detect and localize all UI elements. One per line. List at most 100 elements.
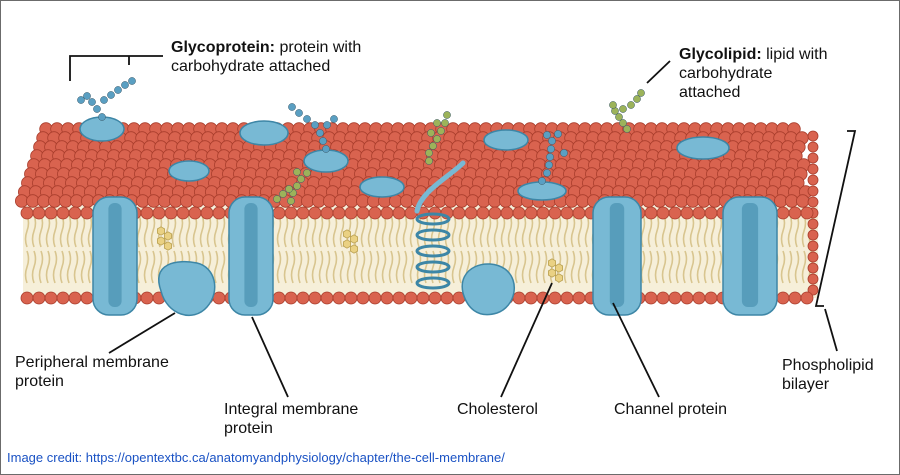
lipid-tail (395, 214, 401, 248)
phospholipid-head (176, 206, 190, 220)
glycoprotein-sugar (543, 131, 551, 139)
glycoprotein-sugar (88, 98, 96, 106)
lipid-tail (325, 250, 331, 284)
helix-turn (415, 228, 451, 242)
phospholipid-head (807, 262, 819, 274)
protein-channel-groove (609, 203, 625, 307)
glycoprotein-sugar (548, 137, 556, 145)
lipid-tail (87, 214, 93, 248)
lipid-tail (178, 214, 184, 248)
glycoprotein-sugar (311, 121, 319, 129)
lipid-tail (66, 250, 72, 284)
lipid-tail (290, 214, 296, 248)
surface-protein (239, 120, 289, 146)
lipid-tail (787, 250, 793, 284)
lipid-tail (150, 250, 156, 284)
lipid-tail (311, 250, 317, 284)
lipid-tail (682, 250, 688, 284)
lipid-tail (507, 214, 513, 248)
phospholipid-head (80, 291, 94, 305)
lipid-tail (458, 214, 464, 248)
helix-tail (414, 160, 466, 214)
peripheral-protein (158, 260, 216, 317)
lipid-tail (710, 250, 716, 284)
phospholipid-head (164, 206, 178, 220)
lipid-tail (542, 214, 548, 248)
phospholipid-head (464, 206, 478, 220)
lipid-tail (192, 214, 198, 248)
lipid-tail (374, 250, 380, 284)
lipid-tail (465, 214, 471, 248)
phospholipid-head (476, 206, 490, 220)
glycolipid-sugar (437, 127, 445, 135)
cholesterol-leader (500, 282, 553, 398)
lipid-tail (535, 214, 541, 248)
glycolipid-sugar (609, 101, 617, 109)
glycolipid-sugar (619, 105, 627, 113)
lipid-tail (542, 250, 548, 284)
phospholipid-head (807, 218, 819, 230)
cholesterol-ring (548, 268, 556, 278)
lipid-tail (185, 214, 191, 248)
lipid-tail (220, 250, 226, 284)
phospholipid-head (344, 291, 358, 305)
lipid-tail (647, 250, 653, 284)
lipid-tail (640, 250, 646, 284)
phospholipid-head (807, 229, 819, 241)
lipid-tail (654, 214, 660, 248)
peripheral-leader (108, 312, 176, 354)
lipid-tail (367, 214, 373, 248)
lipid-tail (339, 214, 345, 248)
cholesterol-ring (548, 258, 556, 268)
phospholipid-head (644, 206, 658, 220)
glycolipid-sugar (619, 119, 627, 127)
glycoprotein-sugar (98, 113, 106, 121)
glycoprotein-sugar (316, 129, 324, 137)
lipid-tail (59, 250, 65, 284)
cholesterol-ring (342, 239, 352, 249)
lipid-tail (395, 250, 401, 284)
phospholipid-head (524, 291, 538, 305)
phospholipid-leader (824, 308, 838, 352)
phospholipid-head (807, 185, 819, 197)
lipid-tail (787, 214, 793, 248)
lipid-tail (87, 250, 93, 284)
glycoprotein-sugar (554, 130, 562, 138)
lipid-tail (24, 250, 30, 284)
lipid-tail (528, 250, 534, 284)
phospholipid-head (680, 206, 694, 220)
glycolipid-sugar (273, 195, 281, 203)
lipid-tail (381, 250, 387, 284)
glycolipid-sugar (287, 197, 295, 205)
lipid-tail (696, 250, 702, 284)
lipid-tail (794, 214, 800, 248)
glycoprotein-sugar (93, 105, 101, 113)
glycolipid-sugar (425, 149, 433, 157)
lipid-tail (360, 214, 366, 248)
phospholipid-head (704, 206, 718, 220)
glycoprotein-sugar (547, 145, 555, 153)
phospholipid-head (320, 206, 334, 220)
glycolipid-sugar (615, 113, 623, 121)
lipid-tail (661, 214, 667, 248)
lipid-tail (577, 214, 583, 248)
lipid-tail (521, 250, 527, 284)
lipid-tail (514, 214, 520, 248)
lipid-tail (199, 214, 205, 248)
lipid-tail (311, 214, 317, 248)
lipid-tail (654, 250, 660, 284)
cholesterol-molecules (156, 226, 563, 283)
surface-protein (303, 149, 349, 173)
glycolipid-sugar (637, 89, 645, 97)
glycolipid-sugar (443, 111, 451, 119)
phospholipid-head (380, 291, 394, 305)
phospholipid-head (284, 291, 298, 305)
lipid-tail (549, 214, 555, 248)
lipid-tail (360, 250, 366, 284)
lipid-tail (367, 250, 373, 284)
lipid-tail (444, 250, 450, 284)
phospholipid-head (800, 291, 814, 305)
lipid-tail (780, 214, 786, 248)
lipid-tail (402, 214, 408, 248)
